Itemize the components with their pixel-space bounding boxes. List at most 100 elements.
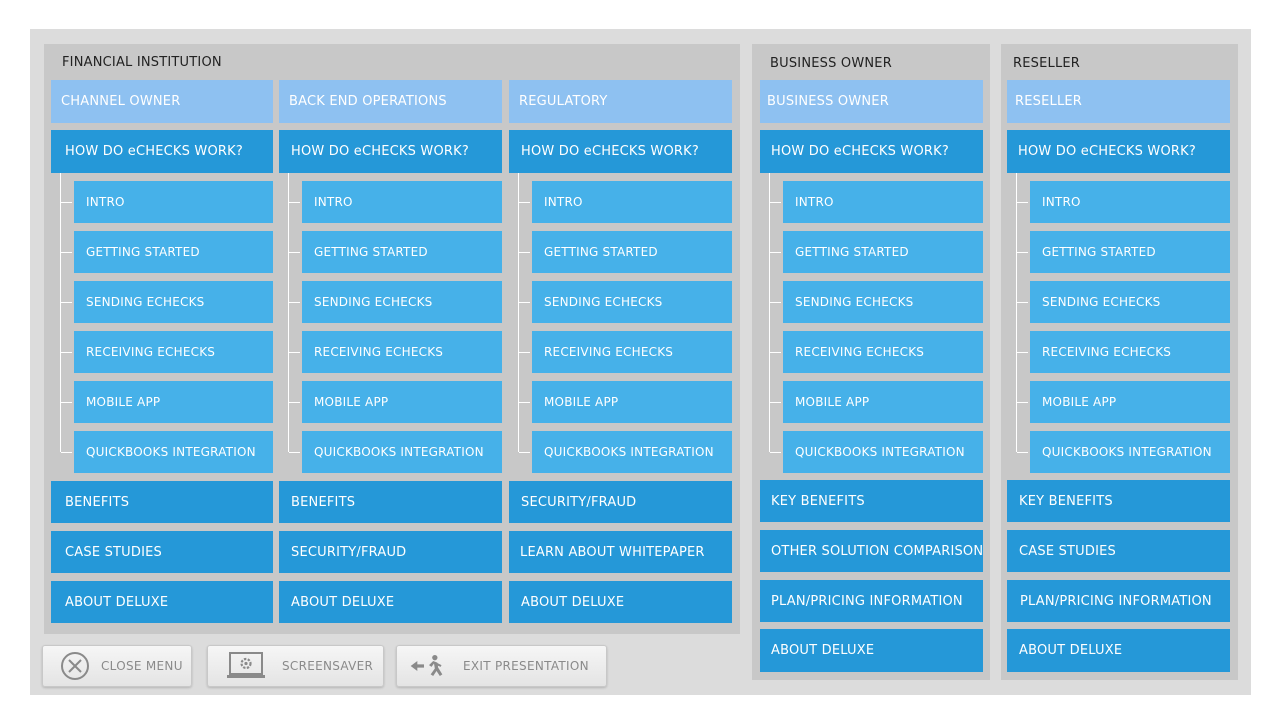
sub-intro[interactable]: INTRO [74,181,273,223]
case-studies-button[interactable]: CASE STUDIES [51,531,273,573]
how-echecks-work-business-owner[interactable]: HOW DO eCHECKS WORK? [760,130,983,173]
monitor-gear-icon [226,649,266,683]
screensaver-label: SCREENSAVER [282,659,374,673]
how-echecks-work-regulatory[interactable]: HOW DO eCHECKS WORK? [509,130,732,173]
sub-getting-started[interactable]: GETTING STARTED [74,231,273,273]
tree-line [518,173,519,452]
sub-receiving-echecks[interactable]: RECEIVING ECHECKS [74,331,273,373]
role-channel-owner[interactable]: CHANNEL OWNER [51,80,273,123]
tree-branch [61,452,72,453]
tree-branch [519,202,530,203]
close-menu-button[interactable]: CLOSE MENU [42,645,192,687]
tree-branch [770,352,781,353]
tree-branch [770,202,781,203]
sub-mobile-app[interactable]: MOBILE APP [302,381,502,423]
sub-sending-echecks[interactable]: SENDING ECHECKS [1030,281,1230,323]
sub-intro[interactable]: INTRO [1030,181,1230,223]
sub-receiving-echecks[interactable]: RECEIVING ECHECKS [302,331,502,373]
plan-pricing-information-button[interactable]: PLAN/PRICING INFORMATION [1007,580,1230,622]
tree-line [1016,173,1017,452]
tree-branch [519,452,530,453]
about-deluxe-button[interactable]: ABOUT DELUXE [1007,629,1230,672]
exit-presentation-button[interactable]: EXIT PRESENTATION [396,645,607,687]
tree-branch [61,252,72,253]
sub-intro[interactable]: INTRO [783,181,983,223]
sub-sending-echecks[interactable]: SENDING ECHECKS [302,281,502,323]
sub-quickbooks-integration[interactable]: QUICKBOOKS INTEGRATION [783,431,983,473]
security-fraud-button[interactable]: SECURITY/FRAUD [509,481,732,523]
about-deluxe-button[interactable]: ABOUT DELUXE [279,581,502,623]
about-deluxe-button[interactable]: ABOUT DELUXE [51,581,273,623]
sub-mobile-app[interactable]: MOBILE APP [532,381,732,423]
exit-running-icon [409,649,449,683]
tree-branch [1017,302,1028,303]
tree-line [60,173,61,452]
sub-sending-echecks[interactable]: SENDING ECHECKS [783,281,983,323]
sub-getting-started[interactable]: GETTING STARTED [1030,231,1230,273]
role-regulatory[interactable]: REGULATORY [509,80,732,123]
tree-branch [1017,352,1028,353]
sub-receiving-echecks[interactable]: RECEIVING ECHECKS [783,331,983,373]
tree-branch [61,202,72,203]
sub-mobile-app[interactable]: MOBILE APP [1030,381,1230,423]
other-solution-comparison-button[interactable]: OTHER SOLUTION COMPARISON [760,530,983,572]
security-fraud-button[interactable]: SECURITY/FRAUD [279,531,502,573]
sub-sending-echecks[interactable]: SENDING ECHECKS [74,281,273,323]
sub-quickbooks-integration[interactable]: QUICKBOOKS INTEGRATION [532,431,732,473]
tree-branch [1017,202,1028,203]
about-deluxe-button[interactable]: ABOUT DELUXE [760,629,983,672]
close-menu-label: CLOSE MENU [101,659,183,673]
case-studies-button[interactable]: CASE STUDIES [1007,530,1230,572]
benefits-button[interactable]: BENEFITS [51,481,273,523]
sub-receiving-echecks[interactable]: RECEIVING ECHECKS [532,331,732,373]
how-echecks-work-reseller[interactable]: HOW DO eCHECKS WORK? [1007,130,1230,173]
sub-intro[interactable]: INTRO [302,181,502,223]
tree-branch [770,402,781,403]
role-reseller[interactable]: RESELLER [1007,80,1230,123]
tree-branch [61,402,72,403]
plan-pricing-information-button[interactable]: PLAN/PRICING INFORMATION [760,580,983,622]
sub-mobile-app[interactable]: MOBILE APP [783,381,983,423]
tree-branch [1017,402,1028,403]
sub-quickbooks-integration[interactable]: QUICKBOOKS INTEGRATION [1030,431,1230,473]
learn-about-whitepaper-button[interactable]: LEARN ABOUT WHITEPAPER [509,531,732,573]
sub-getting-started[interactable]: GETTING STARTED [302,231,502,273]
screensaver-button[interactable]: SCREENSAVER [207,645,384,687]
sub-sending-echecks[interactable]: SENDING ECHECKS [532,281,732,323]
sub-receiving-echecks[interactable]: RECEIVING ECHECKS [1030,331,1230,373]
sub-getting-started[interactable]: GETTING STARTED [783,231,983,273]
business-owner-title: BUSINESS OWNER [770,56,892,71]
exit-presentation-label: EXIT PRESENTATION [463,659,589,673]
key-benefits-button[interactable]: KEY BENEFITS [1007,480,1230,522]
tree-line [288,173,289,452]
sub-mobile-app[interactable]: MOBILE APP [74,381,273,423]
tree-branch [61,302,72,303]
tree-branch [289,452,300,453]
tree-branch [289,252,300,253]
tree-branch [61,352,72,353]
tree-branch [770,252,781,253]
tree-branch [519,302,530,303]
tree-branch [519,252,530,253]
role-business-owner[interactable]: BUSINESS OWNER [760,80,983,123]
sub-quickbooks-integration[interactable]: QUICKBOOKS INTEGRATION [302,431,502,473]
about-deluxe-button[interactable]: ABOUT DELUXE [509,581,732,623]
close-circle-icon [57,649,93,683]
key-benefits-button[interactable]: KEY BENEFITS [760,480,983,522]
tree-branch [1017,252,1028,253]
tree-branch [1017,452,1028,453]
tree-branch [289,202,300,203]
tree-line [769,173,770,452]
sub-quickbooks-integration[interactable]: QUICKBOOKS INTEGRATION [74,431,273,473]
financial-institution-title: FINANCIAL INSTITUTION [62,55,222,70]
benefits-button[interactable]: BENEFITS [279,481,502,523]
tree-branch [770,452,781,453]
reseller-title: RESELLER [1013,56,1081,71]
how-echecks-work-channel-owner[interactable]: HOW DO eCHECKS WORK? [51,130,273,173]
tree-branch [289,302,300,303]
how-echecks-work-back-end[interactable]: HOW DO eCHECKS WORK? [279,130,502,173]
sub-getting-started[interactable]: GETTING STARTED [532,231,732,273]
tree-branch [519,402,530,403]
sub-intro[interactable]: INTRO [532,181,732,223]
role-back-end-operations[interactable]: BACK END OPERATIONS [279,80,502,123]
